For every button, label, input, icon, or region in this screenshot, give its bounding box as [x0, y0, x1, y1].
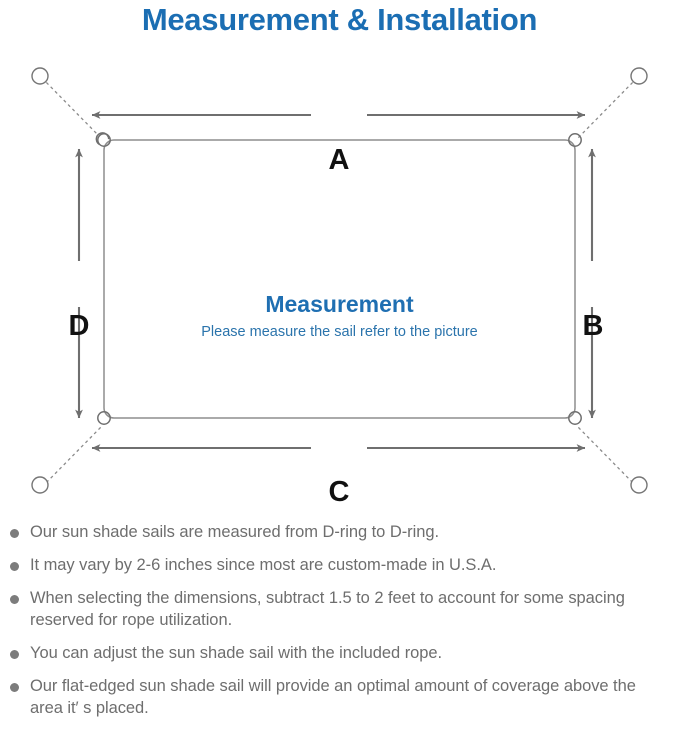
note-text: You can adjust the sun shade sail with t…	[30, 644, 443, 662]
bullet-icon	[10, 562, 19, 571]
sail-body	[103, 139, 576, 419]
bullet-icon	[10, 650, 19, 659]
sail-center-title: Measurement	[265, 291, 414, 317]
diagram-canvas	[31, 67, 648, 494]
page-title: Measurement & Installation	[141, 2, 538, 37]
dimension-label-d: D	[68, 310, 90, 342]
notes-list: Our sun shade sails are measured from D-…	[0, 521, 679, 730]
list-item: You can adjust the sun shade sail with t…	[0, 642, 679, 664]
list-item: Our flat-edged sun shade sail will provi…	[0, 675, 679, 719]
list-item: When selecting the dimensions, subtract …	[0, 587, 679, 631]
bullet-icon	[10, 683, 19, 692]
measurement-diagram: Measurement Please measure the sail refe…	[0, 48, 679, 513]
bullet-icon	[10, 595, 19, 604]
note-text: It may vary by 2-6 inches since most are…	[30, 556, 497, 574]
list-item: Our sun shade sails are measured from D-…	[0, 521, 679, 543]
anchor-rings	[31, 67, 648, 494]
dimension-label-c: C	[328, 476, 350, 508]
bullet-icon	[10, 529, 19, 538]
note-text: Our flat-edged sun shade sail will provi…	[30, 677, 636, 717]
sail-center-subtitle: Please measure the sail refer to the pic…	[201, 324, 478, 340]
dimension-label-a: A	[328, 144, 350, 176]
note-text: Our sun shade sails are measured from D-…	[30, 523, 439, 541]
rope-lines	[41, 77, 638, 488]
dimension-label-b: B	[582, 310, 604, 342]
note-text: When selecting the dimensions, subtract …	[30, 589, 625, 629]
list-item: It may vary by 2-6 inches since most are…	[0, 554, 679, 576]
d-rings	[95, 132, 582, 425]
